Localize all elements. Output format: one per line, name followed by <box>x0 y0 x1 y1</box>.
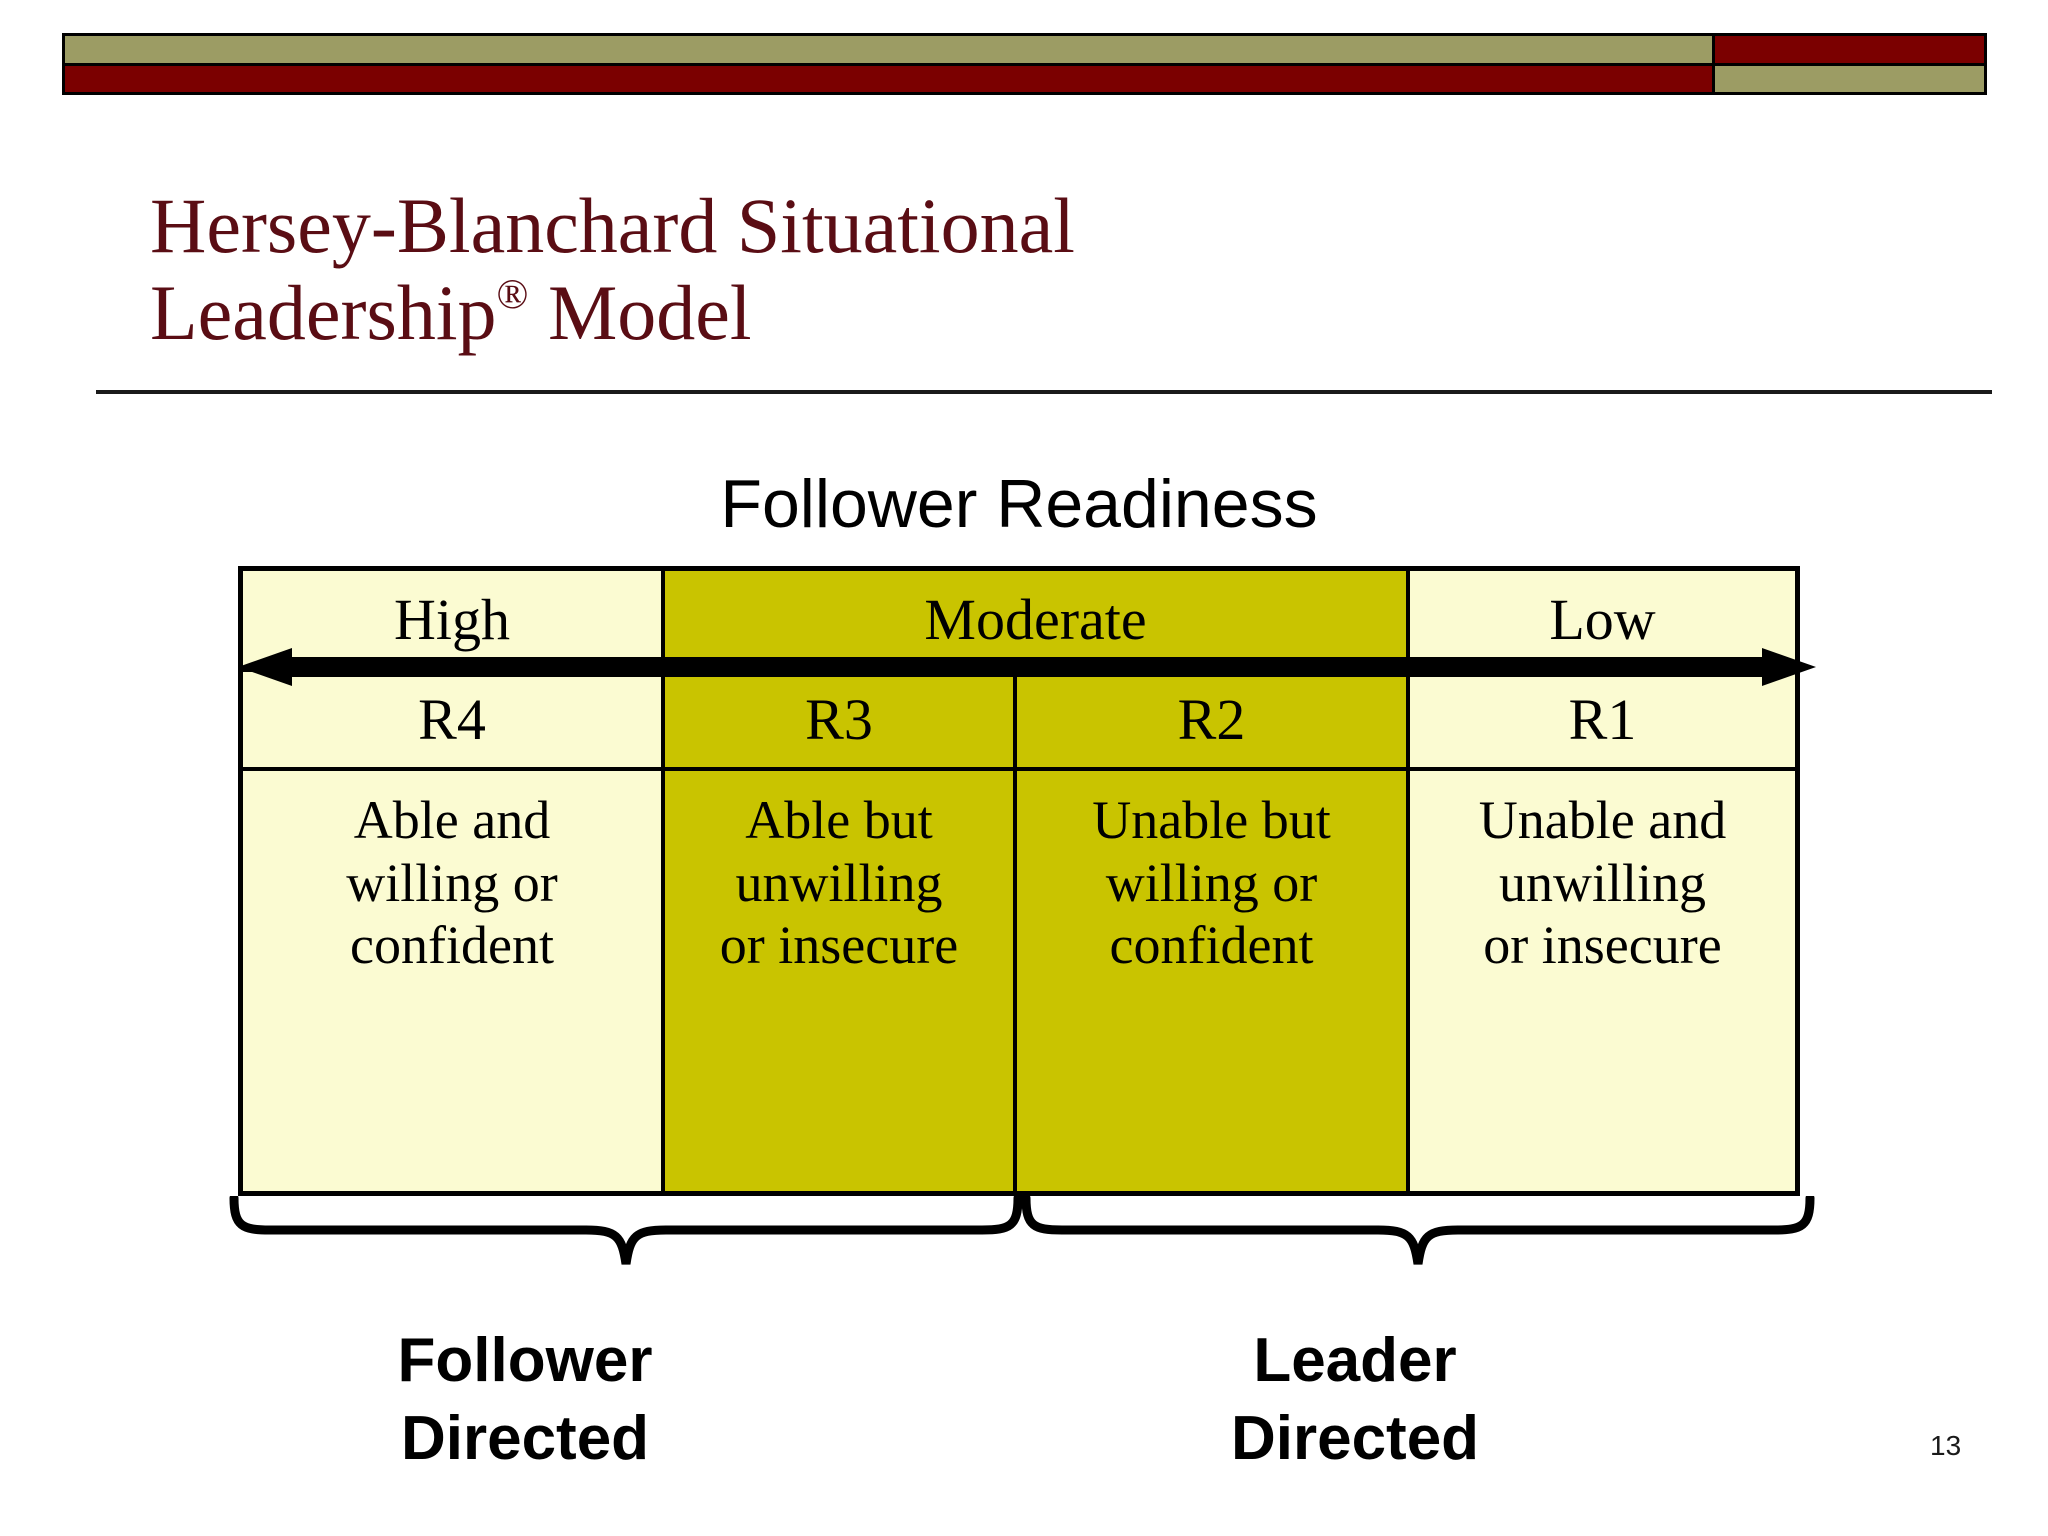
description-line: willing or <box>346 852 558 913</box>
description-line: Able and <box>353 790 551 850</box>
banner-row-top <box>65 36 1984 66</box>
banner-cell-bottom-left <box>65 65 1712 92</box>
brace-label-leader-directed: Leader Directed <box>1135 1322 1575 1477</box>
brace-label-line: Directed <box>400 1403 650 1473</box>
title-divider-rule <box>96 390 1992 394</box>
banner-cell-top-left <box>65 36 1712 63</box>
braces-icon <box>229 1193 1815 1265</box>
header-banner <box>62 33 1987 95</box>
title-line-1: Hersey-Blanchard Situational <box>150 182 1075 269</box>
title-line-2-pre: Leadership <box>150 269 497 357</box>
readiness-cell-low: Low <box>1406 571 1795 668</box>
level-cell-r2: R2 <box>1013 672 1406 767</box>
matrix-row-descriptions: Able and willing or confident Able but u… <box>243 771 1795 1191</box>
description-line: confident <box>1109 915 1314 976</box>
matrix-row-levels: R4 R3 R2 R1 <box>243 672 1795 771</box>
title-line-2: Leadership® Model <box>150 269 1550 356</box>
level-cell-r1: R1 <box>1406 672 1795 767</box>
brace-label-line: Leader <box>1253 1326 1457 1395</box>
description-cell-r2: Unable but willing or confident <box>1013 771 1406 1191</box>
description-line: Able but <box>745 790 933 850</box>
description-line: confident <box>350 915 554 976</box>
brace-label-line: Follower <box>397 1326 653 1395</box>
description-line: unwilling <box>735 852 943 913</box>
level-cell-r4: R4 <box>243 672 661 767</box>
level-cell-r3: R3 <box>661 672 1013 767</box>
registered-trademark-icon: ® <box>496 272 529 319</box>
brace-label-line: Directed <box>1230 1403 1480 1473</box>
description-line: or insecure <box>1483 915 1722 976</box>
description-line: Unable but <box>1092 790 1331 850</box>
page-number: 13 <box>1930 1430 1962 1461</box>
description-line: unwilling <box>1498 852 1706 913</box>
description-line: willing or <box>1105 852 1318 913</box>
banner-cell-bottom-right <box>1712 65 1984 92</box>
readiness-matrix: High Moderate Low R4 R3 R2 R1 Able and w… <box>238 566 1800 1196</box>
banner-row-bottom <box>65 65 1984 92</box>
matrix-row-readiness: High Moderate Low <box>243 571 1795 672</box>
description-cell-r3: Able but unwilling or insecure <box>661 771 1013 1191</box>
brace-label-follower-directed: Follower Directed <box>305 1322 745 1477</box>
description-line: or insecure <box>719 915 959 976</box>
description-cell-r4: Able and willing or confident <box>243 771 661 1191</box>
slide-title: Hersey-Blanchard Situational Leadership®… <box>150 182 1550 357</box>
readiness-cell-high: High <box>243 571 661 668</box>
banner-cell-top-right <box>1712 36 1984 63</box>
description-line: Unable and <box>1478 790 1727 850</box>
title-line-2-post: Model <box>528 269 752 357</box>
readiness-cell-moderate: Moderate <box>661 571 1406 668</box>
group-braces-container <box>226 1193 1816 1268</box>
follower-readiness-heading: Follower Readiness <box>720 466 1318 542</box>
description-cell-r1: Unable and unwilling or insecure <box>1406 771 1795 1191</box>
